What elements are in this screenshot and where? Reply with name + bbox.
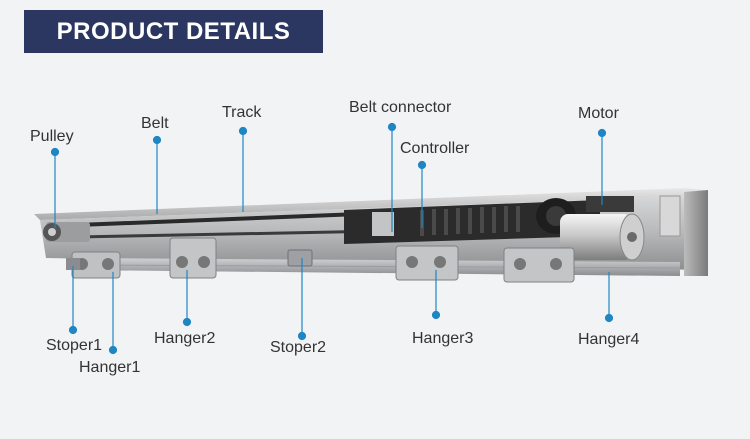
stoper1-label: Stoper1: [46, 337, 103, 354]
stoper2-callout: [297, 258, 307, 341]
product-details-banner: PRODUCT DETAILS: [24, 10, 323, 53]
banner-title: PRODUCT DETAILS: [56, 17, 291, 45]
track-callout: [238, 126, 248, 212]
motor: [560, 190, 708, 276]
controller-unit: [344, 198, 600, 244]
belt-connector-label: Belt connector: [349, 99, 452, 116]
hanger2-label: Hanger2: [154, 330, 216, 347]
pulley: [43, 222, 90, 242]
stoper2-label: Stoper2: [270, 339, 327, 356]
hanger3-callout: [431, 270, 441, 320]
stopper-1: [66, 258, 80, 270]
stoper1-callout: [68, 266, 78, 335]
pulley-label: Pulley: [30, 128, 74, 145]
hanger4-callout: [604, 272, 614, 323]
hanger1-callout: [108, 272, 118, 355]
belt-connector-callout: [387, 122, 397, 232]
hanger-2: [169, 237, 217, 279]
hanger1-label: Hanger1: [79, 359, 141, 376]
controller-callout: [417, 160, 427, 228]
controller-label: Controller: [400, 140, 470, 157]
hanger4-label: Hanger4: [578, 331, 640, 348]
motor-callout: [597, 128, 607, 205]
hanger-3: [395, 245, 459, 281]
stopper-2: [287, 249, 313, 267]
pulley-callout: [50, 147, 60, 228]
belt-label: Belt: [141, 115, 169, 132]
hanger-4: [503, 247, 575, 283]
hanger2-callout: [182, 270, 192, 327]
hanger3-label: Hanger3: [412, 330, 474, 347]
belt-callout: [152, 135, 162, 214]
motor-label: Motor: [578, 105, 619, 122]
track-label: Track: [222, 104, 262, 121]
belt: [52, 212, 360, 239]
